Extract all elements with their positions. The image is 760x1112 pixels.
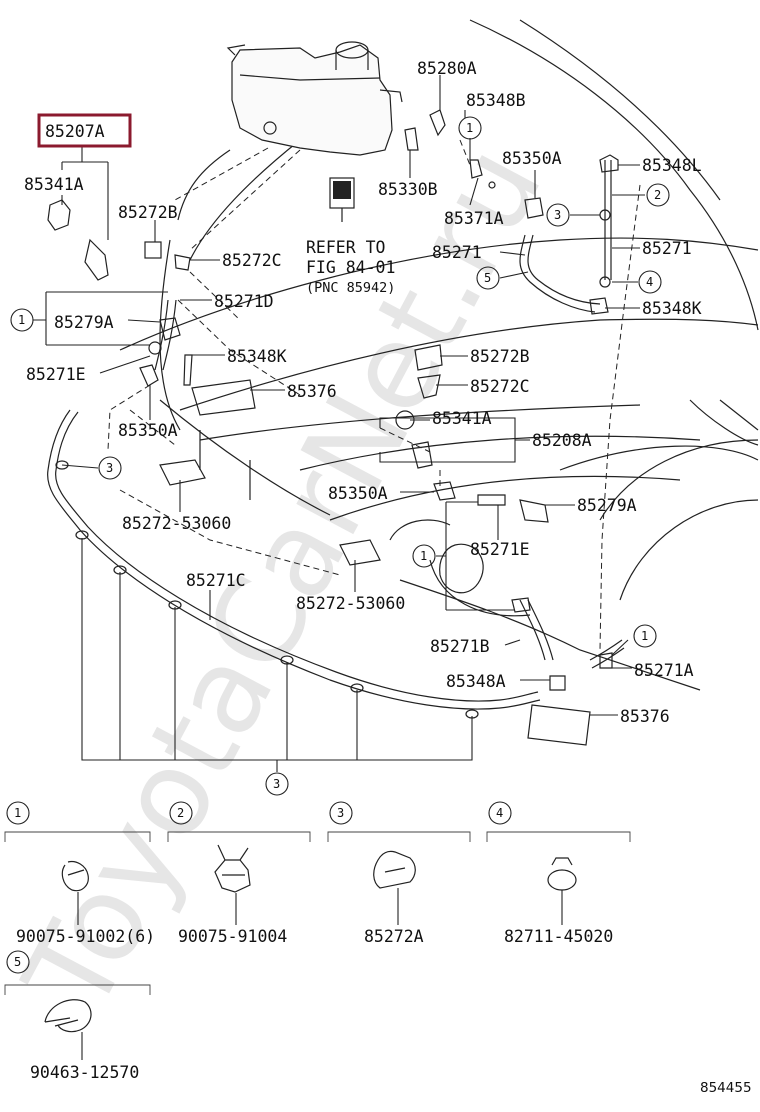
part-label-85208A[interactable]: 85208A bbox=[532, 431, 592, 450]
svg-text:3: 3 bbox=[106, 461, 113, 475]
part-label-85271E-right[interactable]: 85271E bbox=[470, 540, 530, 559]
svg-text:2: 2 bbox=[654, 188, 661, 202]
svg-text:1: 1 bbox=[420, 549, 427, 563]
part-label-85348K-left[interactable]: 85348K bbox=[227, 347, 287, 366]
callout-2[interactable]: 2 bbox=[646, 183, 670, 207]
legend-part-5: 90463-12570 bbox=[30, 1063, 139, 1082]
part-label-85279A-right[interactable]: 85279A bbox=[577, 496, 637, 515]
part-label-85272B-right[interactable]: 85272B bbox=[470, 347, 530, 366]
part-label-85271A[interactable]: 85271A bbox=[634, 661, 694, 680]
figure-id: 854455 bbox=[700, 1080, 752, 1096]
part-label-85272C-right[interactable]: 85272C bbox=[470, 377, 530, 396]
part-label-85348L[interactable]: 85348L bbox=[642, 156, 702, 175]
vehicle-body-outline bbox=[119, 19, 759, 691]
refer-line-1: REFER TO bbox=[306, 238, 385, 257]
callout-5[interactable]: 5 bbox=[476, 266, 500, 290]
dashed-reference-lines bbox=[107, 139, 641, 651]
legend: 1 90075-91002(6) 2 90075-91004 3 85272A bbox=[4, 801, 631, 1082]
part-label-85271-left[interactable]: 85271 bbox=[432, 243, 482, 262]
svg-text:5: 5 bbox=[484, 271, 491, 285]
legend-item-3[interactable]: 3 85272A bbox=[327, 801, 471, 946]
part-label-85280A[interactable]: 85280A bbox=[417, 59, 477, 78]
part-label-85271B[interactable]: 85271B bbox=[430, 637, 490, 656]
part-label-85272-53060-b[interactable]: 85272-53060 bbox=[296, 594, 405, 613]
part-label-85279A-left[interactable]: 85279A bbox=[54, 313, 114, 332]
part-label-85272B-left[interactable]: 85272B bbox=[118, 203, 178, 222]
callout-1-left[interactable]: 1 bbox=[10, 308, 34, 332]
part-label-85348B[interactable]: 85348B bbox=[466, 91, 526, 110]
svg-text:5: 5 bbox=[14, 955, 21, 969]
part-label-85371A[interactable]: 85371A bbox=[444, 209, 504, 228]
part-label-85348A[interactable]: 85348A bbox=[446, 672, 506, 691]
legend-item-4[interactable]: 4 82711-45020 bbox=[486, 801, 631, 946]
highlighted-part-box bbox=[37, 113, 132, 148]
legend-part-4: 82711-45020 bbox=[504, 927, 613, 946]
callout-1-top[interactable]: 1 bbox=[458, 116, 482, 140]
part-label-85271D[interactable]: 85271D bbox=[214, 292, 274, 311]
refer-line-3: (PNC 85942) bbox=[306, 280, 395, 296]
callout-3-bottom[interactable]: 3 bbox=[265, 772, 289, 796]
callout-3-left[interactable]: 3 bbox=[98, 456, 122, 480]
part-label-85272C-left[interactable]: 85272C bbox=[222, 251, 282, 270]
callout-1-right[interactable]: 1 bbox=[633, 624, 657, 648]
part-label-85341A-mid[interactable]: 85341A bbox=[432, 409, 492, 428]
part-label-85271-right[interactable]: 85271 bbox=[642, 239, 692, 258]
leader-lines bbox=[33, 75, 645, 772]
part-label-85376-top[interactable]: 85376 bbox=[287, 382, 337, 401]
part-label-85376-bottom[interactable]: 85376 bbox=[620, 707, 670, 726]
svg-text:1: 1 bbox=[14, 806, 21, 820]
part-label-85350A-left[interactable]: 85350A bbox=[118, 421, 178, 440]
legend-item-5[interactable]: 5 90463-12570 bbox=[4, 950, 151, 1082]
part-label-85348K-right[interactable]: 85348K bbox=[642, 299, 702, 318]
callout-circles: 1 3 3 1 2 3 5 4 bbox=[10, 116, 670, 796]
small-parts bbox=[47, 109, 619, 746]
legend-part-3: 85272A bbox=[364, 927, 424, 946]
refer-line-2[interactable]: FIG 84-01 bbox=[306, 258, 395, 277]
svg-text:1: 1 bbox=[641, 629, 648, 643]
legend-part-2: 90075-91004 bbox=[178, 927, 287, 946]
legend-item-2[interactable]: 2 90075-91004 bbox=[167, 801, 311, 946]
svg-text:4: 4 bbox=[646, 275, 653, 289]
legend-part-1: 90075-91002(6) bbox=[16, 927, 155, 946]
callout-1-mid[interactable]: 1 bbox=[412, 544, 436, 568]
part-label-85271E-left[interactable]: 85271E bbox=[26, 365, 86, 384]
washer-reservoir-tank bbox=[226, 41, 403, 156]
svg-text:2: 2 bbox=[177, 806, 184, 820]
svg-text:1: 1 bbox=[466, 121, 473, 135]
callout-4[interactable]: 4 bbox=[638, 270, 662, 294]
svg-text:4: 4 bbox=[496, 806, 503, 820]
svg-text:1: 1 bbox=[18, 313, 25, 327]
svg-text:3: 3 bbox=[337, 806, 344, 820]
part-labels: 85341A 85272B 85272C 85271D 85279A 85271… bbox=[24, 59, 702, 726]
refer-note: REFER TO FIG 84-01 (PNC 85942) bbox=[306, 238, 395, 296]
legend-item-1[interactable]: 1 90075-91002(6) bbox=[4, 801, 155, 946]
svg-text:3: 3 bbox=[273, 777, 280, 791]
callout-3-right[interactable]: 3 bbox=[546, 203, 570, 227]
part-label-85350A-top[interactable]: 85350A bbox=[502, 149, 562, 168]
part-label-85207A[interactable]: 85207A bbox=[45, 122, 105, 141]
refer-box-icon bbox=[329, 177, 355, 222]
part-label-85272-53060-a[interactable]: 85272-53060 bbox=[122, 514, 231, 533]
part-label-85330B[interactable]: 85330B bbox=[378, 180, 438, 199]
part-label-85341A-top[interactable]: 85341A bbox=[24, 175, 84, 194]
part-label-85271C[interactable]: 85271C bbox=[186, 571, 246, 590]
svg-text:3: 3 bbox=[554, 208, 561, 222]
part-label-85350A-mid[interactable]: 85350A bbox=[328, 484, 388, 503]
